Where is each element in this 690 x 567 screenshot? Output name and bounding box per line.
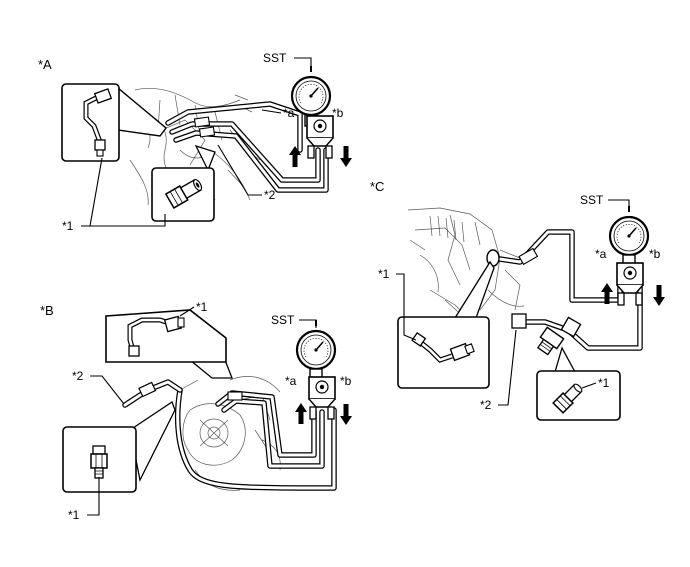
panel-c-sst-label: SST	[580, 193, 604, 207]
panel-c: *C SST *a *b	[370, 179, 665, 421]
panel-b-callout-2: *2	[72, 369, 84, 383]
panel-b-inset-pipe	[105, 309, 233, 379]
panel-a-callout-1: *1	[62, 219, 74, 233]
panel-b-arrow-down-icon	[340, 404, 352, 425]
panel-c-callout-1-left-leader	[396, 273, 417, 341]
panel-b-pressure-gauge-icon	[295, 318, 337, 382]
panel-c-callout-2-leader	[498, 329, 517, 406]
panel-b-callout-a: *a	[285, 374, 297, 388]
panel-b-hose-lines	[122, 379, 337, 491]
panel-b-callout-2-leader	[90, 375, 125, 405]
panel-b-title: *B	[40, 303, 54, 318]
panel-b-callout-1-top-leader	[179, 306, 195, 317]
panel-c-pressure-gauge-icon	[608, 204, 650, 268]
panel-c-inset-fitting	[536, 346, 621, 421]
panel-c-callout-1-right: *1	[598, 376, 610, 390]
panel-c-callout-2: *2	[480, 398, 492, 412]
panel-a-inset-fitting	[151, 144, 216, 222]
panel-c-title: *C	[370, 179, 384, 194]
panel-a-sst-label: SST	[263, 51, 287, 65]
panel-a-inset-pipe	[61, 83, 167, 162]
panel-a-arrow-down-icon	[340, 146, 352, 167]
panel-a-callout-a-leader	[261, 109, 282, 114]
panel-c-sst-leader	[608, 199, 630, 208]
panel-b-callout-1-bottom: *1	[68, 508, 80, 522]
panel-c-inset-pipe	[397, 260, 495, 389]
panel-c-engine-sketch	[407, 207, 525, 321]
panel-a-hose-lines	[165, 101, 329, 193]
panel-b-callout-1-bottom-leader	[87, 477, 100, 516]
panel-b-sst-leader	[299, 319, 317, 328]
panel-a-callout-1-leader	[81, 157, 166, 227]
panel-c-callout-b: *b	[649, 247, 661, 261]
panel-c-callout-a: *a	[595, 247, 607, 261]
panel-a-callout-2-leader	[217, 144, 262, 196]
panel-b-sst-label: SST	[271, 313, 295, 327]
panel-a-callout-a: *a	[283, 106, 295, 120]
panel-b-callout-b: *b	[340, 374, 352, 388]
panel-b-arrow-up-icon	[295, 403, 307, 424]
panel-b-inset-fitting	[62, 401, 176, 493]
panel-a-sst-leader	[294, 57, 312, 66]
panel-b: *B SST *a *b	[40, 300, 352, 522]
panel-a-callout-b: *b	[332, 106, 344, 120]
panel-a-title: *A	[38, 57, 52, 72]
panel-c-callout-1-right-leader	[581, 382, 597, 389]
panel-b-callout-1-top: *1	[196, 300, 208, 314]
panel-c-arrow-down-icon	[653, 285, 665, 306]
panel-c-valve-icon	[616, 262, 644, 306]
panel-a-callout-2: *2	[264, 188, 276, 202]
panel-a: *A SST *a *b	[38, 51, 352, 233]
panel-c-callout-1-left: *1	[378, 267, 390, 281]
